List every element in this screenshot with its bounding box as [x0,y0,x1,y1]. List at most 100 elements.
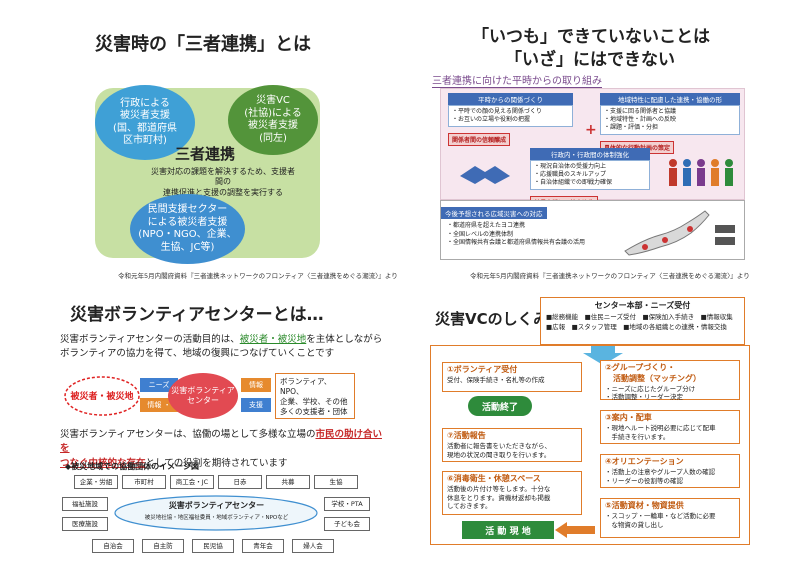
q3-group-box: 日赤 [218,475,262,489]
q3-group-box: 自主防 [142,539,184,553]
q4-step2: ②グループづくり・ 活動調整（マッチング） ・ニーズに応じたグループ分け ・活動… [600,360,740,402]
q3-center-ellipse: 災害ボランティアセンター 被災地社協・地区福祉委員・地域ボランティア・NPOなど [114,495,319,531]
q3-arrow-activity-text: 情報 ・ [147,401,171,409]
q4-step6: ⑥消毒衛生・休憩スペース 活動後の片付け等をします。十分な 休息をとります。資機… [442,471,582,515]
q3-left-oval: 被災者・被災地 [63,375,141,417]
q4-step7: ⑦活動報告 活動者に報告書をいただきながら、 現地の状況の聞き取りを行います。 [442,428,582,462]
q3-group-box: 青年会 [242,539,284,553]
q4-step3-body: ・現地へルート説明必要に応じて配車 手続きを行います。 [605,423,716,441]
q1-center-description: 災害対応の課題を解決するため、支援者間の 連携促進と支援の調整を実行する [151,167,295,197]
q4-title: 災害VCのしくみ [435,310,549,328]
q3-p2-text-a: 災害ボランティアセンターは、協働の場として多様な立場の [60,429,316,440]
q3-p2-text-b: としての役割を期待されています [145,457,288,469]
q2-left-block: 平時からの関係づくり ・平時での顔の見える関係づくり ・お互いの立場や役割の把握… [448,93,573,147]
q3-p2-highlight2: つなぐ中核的な存在 [60,457,146,469]
q4-end-button: 活動終了 [468,396,532,416]
q3-group-box: 福祉施設 [62,497,108,511]
q3-p1-text-c: ボランティアの協力を得て、地域の復興につなげていくことです [60,348,335,360]
q2-plus: + [585,122,597,138]
q3-left-column: 福祉施設医療施設 [62,497,108,531]
q3-group-box: 民児協 [192,539,234,553]
q3-diagram-title: ◆被災地域での協働団体のイメージ図 [65,462,199,471]
q2-mid-header: 行政内・行政間の体制強化 [530,148,650,160]
handshake-icon [455,158,515,188]
q1-circle-vc: 災害VC (社協)による 被災者支援 (同左) [228,85,318,155]
q2-lower-items: ・都道府県を超えたヨコ連携 ・全国レベルの連携体制 ・全国情報共有会議と都道府県… [447,222,586,247]
q1-circle-government-text: 行政による 被災者支援 (国、都道府県 区市町村) [113,97,177,147]
q1-center-label: 三者連携 [175,145,236,163]
q3-group-box: 婦人会 [292,539,334,553]
q4-left-arrow-icon [555,522,595,538]
q1-circle-private: 民間支援セクター による被災者支援 (NPO・NGO、企業、 生協、JC等) [130,194,245,264]
q4-step5-heading: ⑤活動資材・物資提供 [605,501,684,510]
q1-circle-government: 行政による 被災者支援 (国、都道府県 区市町村) [95,85,195,160]
q3-paragraph2: 災害ボランティアセンターは、協働の場として多様な立場の市民の助け合いを つなぐ中… [60,428,390,471]
q3-group-box: 共募 [266,475,310,489]
q3-p1-highlight: 被災者・被災地 [239,334,307,345]
q3-group-box: 企業・労組 [74,475,118,489]
q3-right-column: 学校・PTA 子ども会 [324,497,370,531]
q3-p2-highlight1: 市民の助け合いを [60,429,382,455]
q2-left-red: 関係者間の信頼醸成 [448,133,511,147]
q2-mid-items: ・現況自治体の受援力向上 ・応援職員のスキルアップ ・自治体組織での即戦力確保 [530,160,650,191]
q3-paragraph1: 災害ボランティアセンターの活動目的は、被災者・被災地を主体としながら ボランティ… [60,333,390,362]
q1-title: 災害時の「三者連携」とは [95,34,311,55]
q4-step4-body: ・活動上の注意やグループ人数の確認 ・リーダーの役割等の確認 [605,467,716,485]
q3-group-box: 市町村 [122,475,166,489]
q3-group-box: 商工会・JC [170,475,214,489]
q3-p1-text-b: を主体としながら [306,334,383,345]
q4-step2-body: ・ニーズに応じたグループ分け ・活動調整・リーダー決定 [605,384,696,402]
q2-subtitle: 三者連携に向けた平時からの取り組み [432,72,602,88]
q4-hq-title: センター本部・ニーズ受付 [594,301,691,310]
q2-left-items: ・平時での顔の見える関係づくり ・お互いの立場や役割の把握 [448,105,573,128]
q3-center-circle-text: 災害ボランティア センター [171,385,235,405]
q2-source-note: 令和元年5月内閣府資料『三者連携ネットワークのフロンティア〈三者連携をめぐる潮流… [470,272,750,280]
q2-right-items: ・支援に回る関係者と協議 ・地域特性・計画への反映 ・課題・評価・分担 [600,105,740,136]
q3-group-box: 自治会 [92,539,134,553]
q3-left-oval-label: 被災者・被災地 [70,392,134,402]
q4-step3-heading: ③案内・配車 [605,413,652,422]
japan-map-icon [605,205,740,257]
q4-step1: ①ボランティア受付 受付、保険手続き・名札等の作成 [442,362,582,392]
q4-step6-heading: ⑥消毒衛生・休憩スペース [447,474,541,483]
q3-group-box: 医療施設 [62,517,108,531]
q4-step5: ⑤活動資材・物資提供 ・スコップ・一輪車・など活動に必要 な物資の貸し出し [600,498,740,538]
q2-title-line1: 「いつも」できていないことは [472,27,710,47]
q2-right-block: 地域特性に配慮した連携・協働の形 ・支援に回る関係者と協議 ・地域特性・計画への… [600,93,740,155]
q3-title: 災害ボランティアセンターとは… [70,305,324,325]
q3-bottom-row: 自治会自主防民児協青年会婦人会 [92,539,334,553]
q2-left-header: 平時からの関係づくり [448,93,573,105]
q3-arrow-info: 情報 [241,378,271,392]
q4-step1-heading: ①ボランティア受付 [447,365,518,374]
q2-right-header: 地域特性に配慮した連携・協働の形 [600,93,740,105]
q4-down-arrow-icon [583,345,623,365]
q2-mid-block: 行政内・行政間の体制強化 ・現況自治体の受援力向上 ・応援職員のスキルアップ ・… [530,148,650,210]
q4-step4-heading: ④オリエンテーション [605,457,684,466]
people-icon [665,155,740,190]
q3-center-ellipse-sub: 被災地社協・地区福祉委員・地域ボランティア・NPOなど [144,515,289,521]
q4-hq-items: ■総務機能 ■住民ニーズ受付 ■保険加入手続き ■情報収集 ■広報 ■スタッフ管… [546,313,733,331]
q4-step5-body: ・スコップ・一輪車・など活動に必要 な物資の貸し出し [605,511,716,529]
q3-right-box: ボランティア、NPO、 企業、学校、その他 多くの支援者・団体 [275,373,355,419]
q2-lower-box: 今後予想される広域災害への対応 ・都道府県を超えたヨコ連携 ・全国レベルの連携体… [440,200,745,260]
q4-frame [430,345,750,545]
q1-circle-private-text: 民間支援セクター による被災者支援 (NPO・NGO、企業、 生協、JC等) [138,204,237,253]
q4-step2-heading: ②グループづくり・ 活動調整（マッチング） [605,363,701,383]
q3-group-box: 学校・PTA [324,497,370,511]
q4-step7-body: 活動者に報告書をいただきながら、 現地の状況の聞き取りを行います。 [447,441,551,459]
q3-center-circle: 災害ボランティア センター [168,373,238,419]
q2-title-line2: 「いざ」にはできない [505,50,675,70]
q1-source-note: 令和元年5月内閣府資料『三者連携ネットワークのフロンティア〈三者連携をめぐる潮流… [118,272,398,280]
q4-step1-body: 受付、保険手続き・名札等の作成 [447,375,545,384]
q3-p1-text-a: 災害ボランティアセンターの活動目的は、 [60,334,240,345]
q4-site-box: 活 動 現 地 [462,521,554,539]
q4-step4: ④オリエンテーション ・活動上の注意やグループ人数の確認 ・リーダーの役割等の確… [600,454,740,488]
q4-hq-box: センター本部・ニーズ受付 ■総務機能 ■住民ニーズ受付 ■保険加入手続き ■情報… [540,297,745,345]
q4-step6-body: 活動後の片付け等をします。十分な 休息をとります。資機材返却も掲載 しておきます… [447,484,551,511]
q3-group-box: 子ども会 [324,517,370,531]
q3-arrow-support: 支援 [241,398,271,412]
q1-circle-vc-text: 災害VC (社協)による 被災者支援 (同左) [244,95,302,144]
q4-step7-heading: ⑦活動報告 [447,431,486,440]
